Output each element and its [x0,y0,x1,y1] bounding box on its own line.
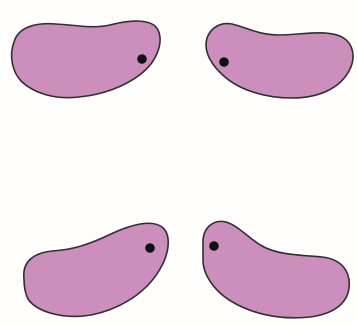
bean-bottom-left-dot [145,243,155,253]
bean-bottom-left-body [24,223,168,316]
bean-top-right-dot [219,57,229,67]
bean-bottom-right-dot [209,241,219,251]
bean-top-left-dot [137,54,147,64]
bean-bottom-right [203,221,349,317]
bean-top-left [12,21,160,98]
bean-bottom-left [24,223,168,316]
bean-bottom-right-body [203,221,349,317]
bean-top-right [206,24,353,98]
